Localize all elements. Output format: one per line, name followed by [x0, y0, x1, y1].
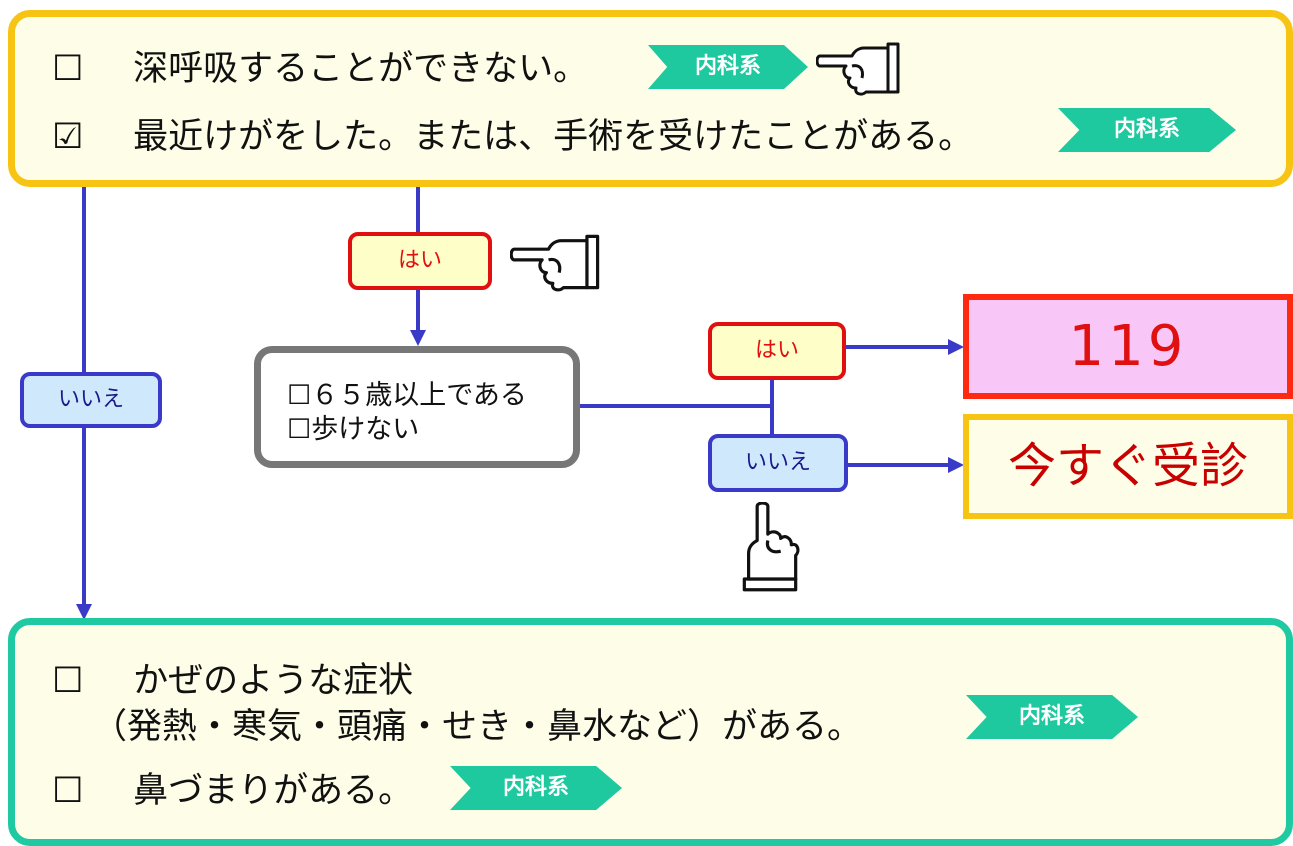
pointing-up-hand-icon [742, 502, 800, 592]
yes-to-119-arrowhead [948, 339, 964, 355]
yes-to-119-line [842, 345, 950, 349]
top-item-1-text: 深呼吸することができない。 [133, 49, 589, 89]
bottom-item-2: ☐ 鼻づまりがある。 [52, 774, 413, 809]
label-yes-right: はい [708, 322, 846, 380]
result-call-119: 119 [963, 294, 1293, 399]
checkbox-checked[interactable]: ☑ [52, 117, 84, 157]
age-walking-condition-box: ☐６５歳以上である ☐歩けない [254, 346, 580, 468]
checkbox-unchecked[interactable]: ☐ [52, 49, 84, 89]
condition-connector [580, 404, 772, 408]
condition-line-1[interactable]: ☐６５歳以上である [287, 380, 527, 411]
pointing-hand-icon [510, 234, 600, 292]
top-question-panel [8, 10, 1293, 187]
result-visit-now: 今すぐ受診 [963, 414, 1293, 519]
bottom-item-1-sub: （発熱・寒気・頭痛・せき・鼻水など）がある。 [92, 707, 863, 747]
label-no-right: いいえ [708, 434, 848, 492]
tag-internal-medicine-4: 内科系 [450, 766, 622, 810]
bottom-item-1: ☐ かぜのような症状 [52, 664, 413, 699]
pointing-hand-icon [816, 42, 900, 96]
tag-internal-medicine-1: 内科系 [648, 45, 808, 89]
no-to-visit-arrowhead [948, 457, 964, 473]
no-branch-arrowhead [76, 604, 92, 620]
label-no-left: いいえ [20, 372, 162, 428]
bottom-item-1-text: かぜのような症状 [133, 661, 414, 701]
top-item-2: ☑ 最近けがをした。または、手術を受けたことがある。 [52, 120, 973, 155]
yes-branch-arrowhead [410, 330, 426, 346]
label-yes-top: はい [348, 232, 492, 290]
top-item-1: ☐ 深呼吸することができない。 [52, 52, 588, 87]
checkbox-unchecked[interactable]: ☐ [52, 771, 84, 811]
top-item-2-text: 最近けがをした。または、手術を受けたことがある。 [133, 117, 974, 157]
no-to-visit-line [842, 463, 950, 467]
split-line [770, 355, 774, 467]
tag-internal-medicine-3: 内科系 [966, 695, 1138, 739]
bottom-item-2-text: 鼻づまりがある。 [133, 771, 414, 811]
condition-line-2[interactable]: ☐歩けない [287, 413, 420, 445]
checkbox-unchecked[interactable]: ☐ [52, 661, 84, 701]
tag-internal-medicine-2: 内科系 [1058, 108, 1236, 152]
